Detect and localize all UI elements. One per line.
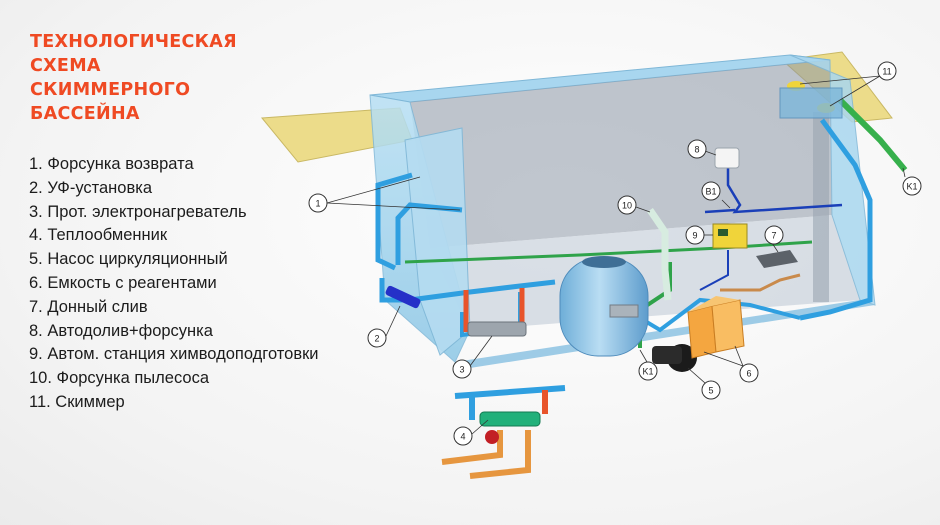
legend-item-chem-station: 9. Автом. станция химводоподготовки: [29, 345, 319, 364]
callout-8-label: 8: [694, 145, 699, 155]
diagram-title: ТЕХНОЛОГИЧЕСКАЯ СХЕМА СКИММЕРНОГО БАССЕЙ…: [30, 30, 237, 126]
heat-exchanger: [479, 411, 541, 427]
uv-unit: [385, 285, 421, 309]
electric-heater: [467, 321, 527, 337]
callout-k1-bottom-label: K1: [642, 367, 653, 377]
callout-9: 9: [685, 225, 713, 245]
callout-6-label: 6: [746, 369, 751, 379]
legend-item-vacuum-nozzle: 10. Форсунка пылесоса: [29, 369, 210, 388]
legend-item-bottom-drain: 7. Донный слив: [29, 297, 148, 316]
callout-2: 2: [367, 305, 401, 348]
callout-1: 1: [308, 176, 461, 213]
callout-4: 4: [453, 419, 489, 446]
callout-11-label: 11: [882, 67, 891, 77]
callout-2-label: 2: [374, 334, 379, 344]
hx-copper-out: [441, 430, 503, 465]
hx-copper-in: [469, 430, 531, 479]
title-line-3: СКИММЕРНОГО: [30, 80, 191, 100]
reagent-tank-a: [687, 305, 717, 359]
pool-inner-back: [410, 60, 832, 248]
callout-b1-label: B1: [705, 187, 716, 197]
legend-item-return-nozzle: 1. Форсунка возврата: [29, 155, 194, 173]
callout-4-label: 4: [460, 432, 465, 442]
callout-6: 6: [703, 345, 759, 383]
pipe-drain-overflow: [404, 240, 813, 264]
legend-item-auto-refill: 8. Автодолив+форсунка: [29, 321, 213, 340]
callout-k1-right: K1: [902, 167, 922, 196]
control-line-chem-drop: [699, 250, 729, 291]
title-line-1: ТЕХНОЛОГИЧЕСКАЯ: [30, 32, 237, 52]
callout-10-label: 10: [622, 201, 632, 211]
pipe-filter-outlet: [638, 297, 801, 333]
callout-8: 8: [687, 139, 717, 159]
pipe-copper: [720, 273, 801, 292]
callout-9-label: 9: [692, 231, 697, 241]
legend-item-circulation-pump: 5. Насос циркуляционный: [29, 250, 228, 269]
pipe-vacuum: [647, 208, 672, 301]
filter-valve: [609, 304, 639, 318]
legend-item-skimmer: 11. Скиммер: [29, 392, 125, 411]
skimmer-body: [779, 87, 843, 119]
pipe-skimmer-blue: [799, 118, 873, 321]
title-line-4: БАССЕЙНА: [30, 104, 140, 124]
filter-tank-top: [582, 256, 626, 268]
pipe-return-lower: [395, 202, 463, 265]
callout-k1-bottom: K1: [638, 349, 658, 381]
legend-item-heat-exchanger: 4. Теплообменник: [29, 226, 168, 245]
callout-3-label: 3: [459, 365, 464, 375]
bottom-drain: [756, 250, 798, 268]
auto-refill-unit: [714, 147, 740, 169]
hx-pump: [485, 430, 499, 444]
callout-3: 3: [452, 335, 493, 379]
callout-5-label: 5: [708, 386, 713, 396]
callout-1-label: 1: [315, 199, 320, 209]
callout-11: 11: [799, 61, 897, 107]
pool-front-face: [455, 300, 875, 368]
callout-7-label: 7: [771, 231, 776, 241]
callout-b1: B1: [701, 181, 731, 209]
legend-item-electric-heater: 3. Прот. электронагреватель: [29, 202, 247, 221]
callout-5: 5: [687, 367, 721, 400]
hx-pipe-top: [454, 385, 566, 399]
legend-item-reagent-tank: 6. Емкость с реагентами: [29, 273, 217, 292]
title-line-2: СХЕМА: [30, 56, 101, 76]
pipe-return-upper: [375, 172, 413, 271]
control-line-refill: [726, 168, 843, 214]
pool-floor: [430, 215, 860, 330]
component-legend: 1. Форсунка возврата 2. УФ-установка 3. …: [29, 153, 319, 415]
control-line-chem: [704, 208, 736, 214]
callout-10: 10: [617, 195, 651, 215]
callout-k1-right-label: K1: [906, 182, 917, 192]
reagent-tank-top: [688, 296, 740, 312]
reagent-tank-b: [711, 299, 745, 353]
pump-motor: [652, 346, 682, 364]
chem-station-display: [718, 229, 728, 236]
legend-item-uv-unit: 2. УФ-установка: [29, 178, 152, 197]
pipe-skimmer-green: [837, 97, 908, 172]
callout-7: 7: [764, 225, 784, 253]
pipe-return-main: [379, 278, 556, 303]
